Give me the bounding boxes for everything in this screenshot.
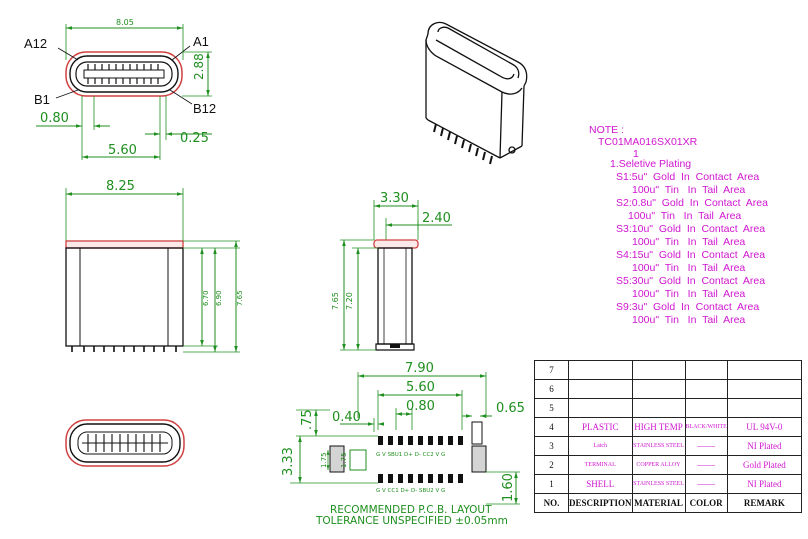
side-h2-label: 7.20 (345, 292, 354, 310)
front-tails (71, 346, 177, 352)
row-number: 3 (534, 436, 569, 456)
pcb-right-label: 0.65 (496, 401, 525, 416)
row-remark: NI Plated (726, 436, 802, 456)
front-view: 8.25 6.70 6.90 7.65 (65, 179, 244, 353)
row-number: 6 (534, 379, 569, 399)
option-mark: 1 (633, 148, 639, 160)
pin-b1-label: B1 (34, 92, 50, 107)
pcb-width-label: 7.90 (405, 361, 434, 376)
table-row: 7 (534, 360, 802, 380)
note-title: NOTE : (589, 124, 625, 136)
pcb-top-pads (378, 436, 463, 445)
pin-width-label: 0.25 (180, 131, 209, 146)
row-description: PLASTIC (568, 417, 633, 437)
row-color: BLACK/WHITE (684, 417, 728, 437)
pcb-inner-label-2: 1.75 (340, 452, 348, 468)
plating-line: 100u" Tin In Tail Area (632, 288, 746, 300)
isometric-view (425, 21, 528, 165)
pcb-layout: 7.90 5.60 0.80 0.40 0.65 G V SBU1 D+ D- (281, 361, 525, 527)
pcb-top-label: .75 (300, 409, 315, 430)
row-material: HIGH TEMP (631, 417, 686, 437)
row-number: 1 (534, 474, 569, 494)
row-description: SHELL (568, 474, 633, 494)
pin-b12-label: B12 (193, 101, 216, 116)
row-number: 5 (534, 398, 569, 418)
row-material: STAINLESS STEEL (631, 474, 686, 494)
pcb-bottom-pads (378, 474, 463, 483)
front-width-label: 8.25 (106, 179, 135, 194)
table-row: 6 (534, 379, 802, 399)
row-material: STAINLESS STEEL (631, 436, 686, 456)
row-description: Latch (568, 436, 633, 456)
pcb-bottom-label: 1.60 (501, 473, 516, 502)
table-row: 5 (534, 398, 802, 418)
top-view: 8.05 A12 A1 B1 B12 2.88 (24, 18, 216, 160)
row-number: 2 (534, 455, 569, 475)
plating-line: S1:5u" Gold In Contact Area (616, 171, 760, 183)
header-description: DESCRIPTION (568, 493, 633, 513)
row-color: —— (684, 474, 728, 494)
plating-line: S5:30u" Gold In Contact Area (616, 275, 766, 287)
pin-a1-label: A1 (193, 34, 209, 49)
width-label: 8.05 (116, 18, 134, 27)
pitch-label: 0.80 (40, 111, 69, 126)
table-row: 3 Latch STAINLESS STEEL —— NI Plated (534, 436, 802, 456)
header-material: MATERIAL (631, 493, 686, 513)
plating-line: S9:3u" Gold In Contact Area (616, 301, 760, 313)
plating-line: 100u" Tin In Tail Area (632, 314, 746, 326)
row-number: 7 (534, 360, 569, 380)
row-color: —— (684, 436, 728, 456)
plating-line: 100u" Tin In Tail Area (632, 236, 746, 248)
pcb-inner-label: 1.75 (320, 452, 328, 468)
front-h1-label: 6.70 (202, 290, 210, 306)
header-remark: REMARK (726, 493, 802, 513)
pcb-span-label: 5.60 (406, 380, 435, 395)
plating-heading: 1.Seletive Plating (610, 158, 692, 170)
row-remark: NI Plated (726, 474, 802, 494)
pcb-bottom-pad-names: G V CC1 D+ D- SBU2 V G (376, 488, 445, 494)
pcb-caption: RECOMMENDED P.C.B. LAYOUT (330, 504, 492, 516)
plating-line: S4:15u" Gold In Contact Area (616, 249, 766, 261)
row-color: —— (684, 455, 728, 475)
front-h2-label: 6.90 (215, 290, 223, 306)
side-top-label: 3.30 (380, 191, 409, 206)
pcb-height-label: 3.33 (281, 447, 296, 476)
front-shell-top (65, 240, 184, 249)
row-number: 4 (534, 417, 569, 437)
part-number: TC01MA016SX01XR (598, 136, 698, 148)
tail-pins (433, 123, 493, 165)
shell-outline (65, 51, 183, 97)
front-h3-label: 7.65 (236, 290, 244, 306)
bottom-face-view (65, 419, 185, 467)
table-row: 4 PLASTIC HIGH TEMP BLACK/WHITE UL 94V-0 (534, 417, 802, 437)
table-header-row: NO. DESCRIPTION MATERIAL COLOR REMARK (534, 493, 802, 513)
plating-line: 100u" Tin In Tail Area (628, 210, 742, 222)
table-row: 1 SHELL STAINLESS STEEL —— NI Plated (534, 474, 802, 494)
table-row: 2 TERMINAL COPPER ALLOY —— Gold Plated (534, 455, 802, 475)
row-remark: Gold Plated (726, 455, 802, 475)
pcb-pitch-label: 0.80 (406, 399, 435, 414)
pcb-left-label: 0.40 (332, 410, 361, 425)
side-latch (373, 239, 419, 249)
height-label: 2.88 (192, 53, 206, 80)
plating-line: S3:10u" Gold In Contact Area (616, 223, 766, 235)
bom-table: 7 6 5 4 PLASTIC HIGH TEMP BLACK/WHITE UL… (534, 360, 802, 513)
tolerance-caption: TOLERANCE UNSPECIFIED ±0.05mm (315, 515, 508, 527)
contact-pins (87, 64, 159, 84)
side-view: 3.30 2.40 7.65 7.20 (331, 191, 452, 351)
plating-line: S2:0.8u" Gold In Contact Area (616, 197, 768, 209)
row-description: TERMINAL (568, 455, 633, 475)
pcb-top-pad-names: G V SBU1 D+ D- CC2 V G (376, 452, 445, 458)
pin-a12-label: A12 (24, 36, 47, 51)
side-h1-label: 7.65 (331, 292, 340, 310)
side-offset-label: 2.40 (422, 211, 451, 226)
header-no: NO. (534, 493, 569, 513)
plating-line: 100u" Tin In Tail Area (632, 262, 746, 274)
row-material: COPPER ALLOY (631, 455, 686, 475)
pin-span-label: 5.60 (108, 143, 137, 158)
header-color: COLOR (684, 493, 728, 513)
row-remark: UL 94V-0 (726, 417, 802, 437)
plating-line: 100u" Tin In Tail Area (632, 184, 746, 196)
